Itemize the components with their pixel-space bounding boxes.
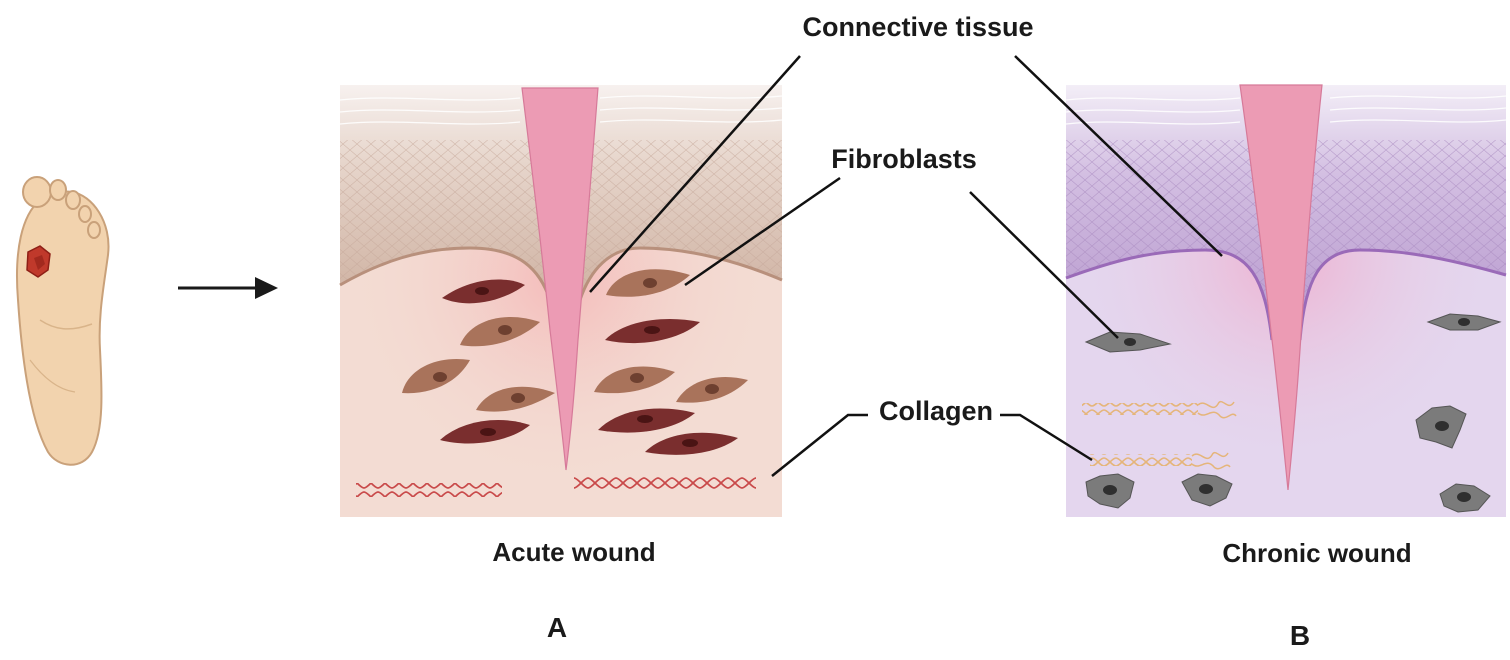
chronic-fibroblast <box>1426 313 1502 331</box>
chronic-fibroblast <box>1415 405 1467 449</box>
acute-fibroblast <box>594 366 675 394</box>
fibroblasts-leader-acute <box>684 176 841 287</box>
chronic-wound-caption: Chronic wound <box>1222 538 1411 568</box>
chronic-collagen-fiber <box>1090 451 1231 470</box>
ulcer-icon <box>26 245 51 278</box>
acute-wound-channel <box>521 87 599 471</box>
arrow-icon <box>178 277 278 299</box>
connective-tissue-leader-chronic <box>1014 55 1223 257</box>
chronic-wound-panel <box>1065 84 1507 517</box>
acute-fibroblast <box>605 319 700 344</box>
chronic-wound-channel <box>1239 84 1323 491</box>
chronic-collagen-fiber <box>1082 400 1237 419</box>
collagen-label: Collagen <box>879 396 993 426</box>
acute-fibroblast <box>676 376 748 403</box>
leader-lines <box>589 55 1223 477</box>
acute-fibroblast <box>476 386 555 412</box>
collagen-leader-chronic <box>1000 413 1093 462</box>
chronic-fibroblast <box>1084 331 1172 353</box>
collagen-leader-acute <box>771 413 868 477</box>
fibroblasts-leader-chronic <box>969 191 1119 339</box>
foot-illustration <box>15 176 110 466</box>
acute-fibroblast <box>598 408 695 433</box>
acute-fibroblast <box>645 432 738 455</box>
panel-a-label: A <box>547 612 567 643</box>
chronic-fibroblast <box>1439 483 1491 513</box>
acute-fibroblast <box>442 279 525 304</box>
acute-fibroblast <box>402 358 470 394</box>
acute-wound-panel <box>339 85 783 517</box>
acute-fibroblast <box>460 316 540 347</box>
fibroblasts-label: Fibroblasts <box>831 144 977 174</box>
acute-wound-caption: Acute wound <box>492 537 655 567</box>
connective-tissue-label: Connective tissue <box>802 12 1033 42</box>
panel-b-label: B <box>1290 620 1310 651</box>
acute-collagen-fiber <box>356 483 502 497</box>
acute-collagen-fiber <box>574 477 756 491</box>
chronic-fibroblast <box>1181 473 1233 507</box>
chronic-fibroblast <box>1085 473 1135 509</box>
acute-fibroblast <box>440 420 530 444</box>
connective-tissue-leader-acute <box>589 55 801 293</box>
acute-fibroblast <box>606 269 690 297</box>
